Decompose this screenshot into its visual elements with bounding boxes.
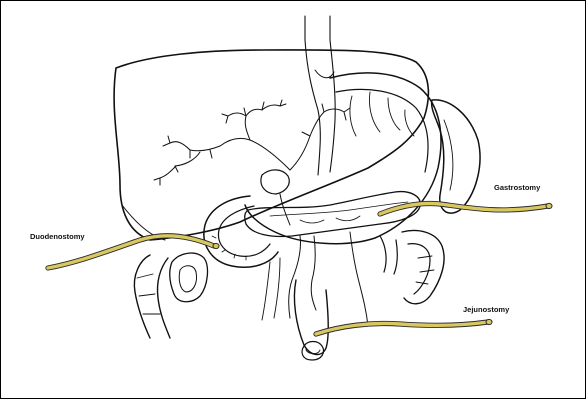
bowel-loop-left [134, 255, 170, 338]
jejunostomy-tube [316, 319, 492, 334]
label-duodenostomy: Duodenostomy [30, 232, 85, 241]
bowel-loop-right [402, 231, 444, 304]
stomach-outline [245, 73, 441, 244]
label-gastrostomy: Gastrostomy [494, 183, 541, 192]
spleen-outline [432, 100, 480, 213]
falciform-ligament [305, 16, 320, 175]
label-jejunostomy: Jejunostomy [463, 305, 510, 314]
gastrostomy-tube [380, 203, 552, 214]
